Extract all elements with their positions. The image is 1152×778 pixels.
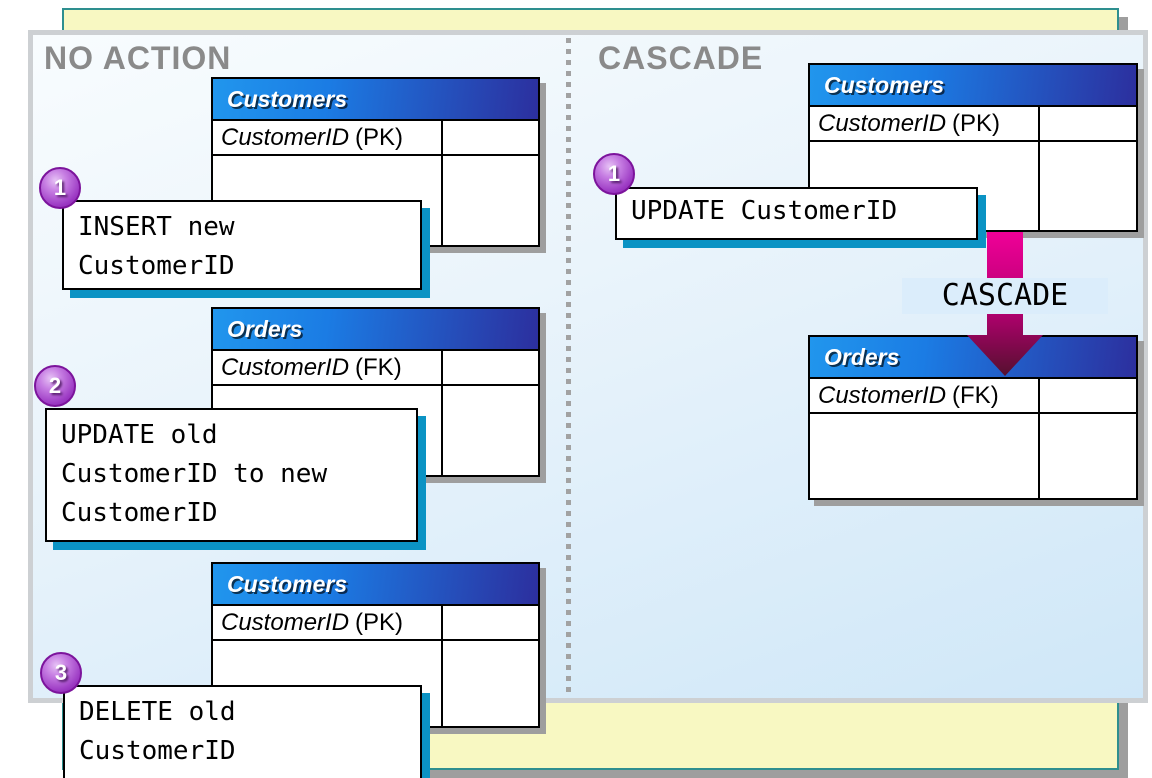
cascade-arrow-label: CASCADE	[902, 278, 1108, 314]
field-key-type: (FK)	[355, 353, 402, 381]
field-name: CustomerID	[818, 109, 947, 137]
step1-callout: INSERT new CustomerID	[62, 200, 422, 290]
cascade-step1-badge-icon: 1	[593, 153, 635, 195]
table-title: Orders	[213, 309, 538, 351]
table-title-text: Orders	[824, 343, 900, 370]
table-title-text: Customers	[824, 71, 945, 98]
step3-badge-icon: 3	[40, 652, 82, 694]
cascade-step1-callout: UPDATE CustomerID	[615, 187, 978, 240]
orders-table-cascade: Orders CustomerID (FK)	[808, 335, 1138, 500]
step1-badge-icon: 1	[39, 167, 81, 209]
step2-badge-icon: 2	[34, 365, 76, 407]
field-key-type: (PK)	[952, 109, 1001, 137]
table-field-row: CustomerID (PK)	[213, 121, 538, 156]
field-name: CustomerID	[221, 608, 350, 636]
step2-callout: UPDATE old CustomerID to new CustomerID	[45, 408, 418, 542]
table-field-row: CustomerID (FK)	[810, 379, 1136, 414]
table-field-row: CustomerID (PK)	[213, 606, 538, 641]
customers-table-cascade: Customers CustomerID (PK)	[808, 63, 1138, 232]
field-name: CustomerID	[221, 353, 350, 381]
table-title: Orders	[810, 337, 1136, 379]
field-name: CustomerID	[818, 381, 947, 409]
field-name: CustomerID	[221, 123, 350, 151]
field-key-type: (PK)	[355, 608, 404, 636]
table-title: Customers	[213, 564, 538, 606]
table-title: Customers	[213, 79, 538, 121]
table-field-row: CustomerID (FK)	[213, 351, 538, 386]
column-divider	[1038, 379, 1041, 498]
table-title: Customers	[810, 65, 1136, 107]
table-title-text: Customers	[227, 570, 348, 597]
table-field-row: CustomerID (PK)	[810, 107, 1136, 142]
section-divider	[566, 38, 571, 696]
column-divider	[440, 121, 443, 245]
column-divider	[1038, 107, 1041, 230]
table-title-text: Customers	[227, 85, 348, 112]
no-action-heading: NO ACTION	[44, 40, 232, 76]
cascade-heading: CASCADE	[598, 40, 764, 76]
column-divider	[440, 351, 443, 475]
field-key-type: (FK)	[952, 381, 999, 409]
table-title-text: Orders	[227, 315, 303, 342]
empty-row	[810, 414, 1136, 498]
column-divider	[440, 606, 443, 726]
step3-callout: DELETE old CustomerID	[63, 685, 422, 778]
field-key-type: (PK)	[355, 123, 404, 151]
